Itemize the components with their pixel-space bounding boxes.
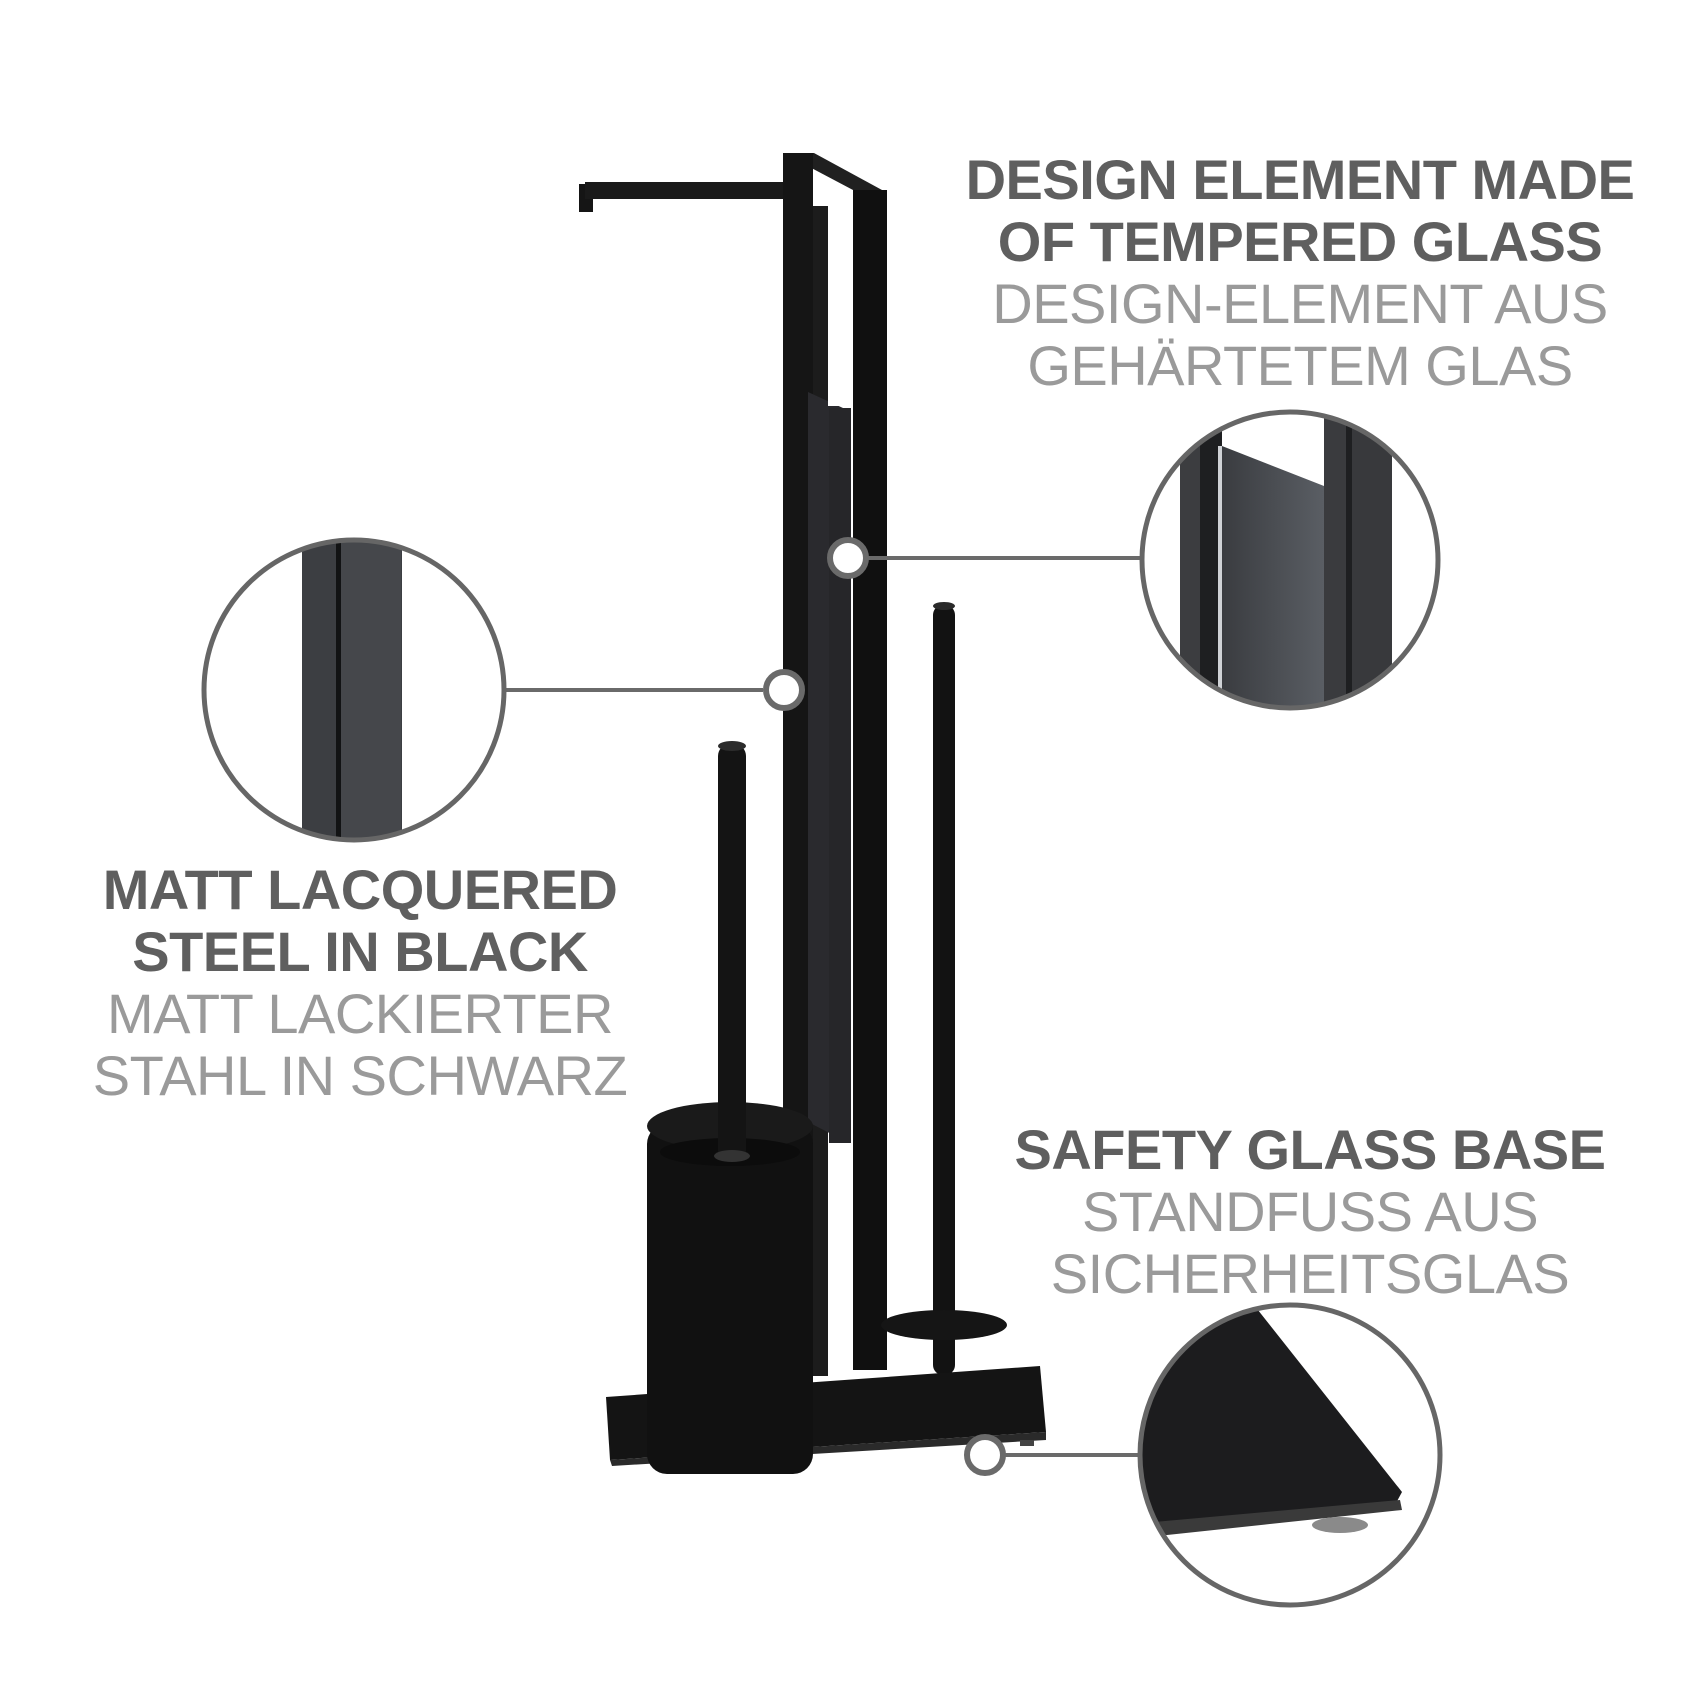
callout-dot-glass <box>827 537 869 579</box>
callout-safety-glass-base: SAFETY GLASS BASE STANDFUSS AUS SICHERHE… <box>990 1122 1630 1308</box>
zoom-circle-base <box>1140 1305 1440 1605</box>
callout-heading-line: STEEL IN BLACK <box>132 920 588 983</box>
callout-subheading-line: STAHL IN SCHWARZ <box>92 1044 628 1107</box>
toilet-brush <box>647 741 813 1474</box>
zoom-circle-glass <box>1142 412 1438 708</box>
callout-subheading-line: MATT LACKIERTER <box>107 982 613 1045</box>
callout-subheading-line: SICHERHEITSGLAS <box>1050 1242 1570 1305</box>
callout-lines <box>504 556 1141 1457</box>
callout-subheading-line: GEHÄRTETEM GLAS <box>1027 334 1573 397</box>
callout-dot-base <box>964 1434 1006 1476</box>
callout-heading-line: MATT LACQUERED <box>102 858 618 921</box>
callout-matt-steel: MATT LACQUERED STEEL IN BLACK MATT LACKI… <box>60 862 660 1110</box>
spare-roll-holder <box>881 602 1007 1375</box>
paper-holder-arm <box>579 153 882 212</box>
callout-subheading-line: STANDFUSS AUS <box>1081 1180 1539 1243</box>
callout-dot-steel <box>763 669 805 711</box>
callout-subheading-line: DESIGN-ELEMENT AUS <box>992 272 1608 335</box>
callout-heading-line: SAFETY GLASS BASE <box>1014 1118 1606 1181</box>
callout-heading-line: OF TEMPERED GLASS <box>997 210 1603 273</box>
zoom-circle-steel <box>204 540 504 840</box>
callout-dots <box>763 537 1006 1476</box>
callout-heading-line: DESIGN ELEMENT MADE <box>965 148 1635 211</box>
callout-tempered-glass: DESIGN ELEMENT MADE OF TEMPERED GLASS DE… <box>960 152 1640 400</box>
